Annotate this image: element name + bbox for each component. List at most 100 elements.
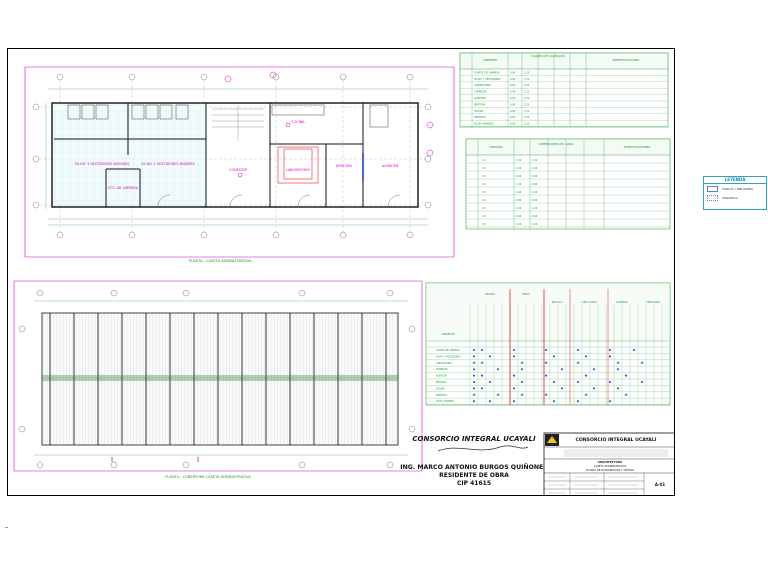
table-cell: 2.40 <box>516 191 522 194</box>
stamp-engineer-name: ING. MARCO ANTONIO BURGOS QUIÑONES <box>400 462 547 471</box>
table-cell: 0.80 <box>510 116 516 119</box>
table-cell: LABORATORIO <box>474 84 491 87</box>
matrix-mark <box>561 368 563 371</box>
matrix-row-label: DEPOSITO <box>436 394 447 397</box>
table-cell: COCINA <box>474 110 484 113</box>
matrix-row-label: ALMACEN <box>436 375 447 378</box>
legend-box: LEYENDA TRIPLAY / MELAMINA CERAMICA <box>703 176 767 210</box>
table-cell: 2.10 <box>524 71 530 74</box>
matrix-mark <box>609 355 611 358</box>
matrix-group-zocalo: ZOCALO <box>552 300 563 304</box>
table-cell: 1.00 <box>532 191 538 194</box>
matrix-mark <box>609 349 611 351</box>
matrix-mark <box>585 374 587 377</box>
roof-plan: PLANTA : COBERTURA CASETA ADMINISTRATIVA <box>13 280 423 479</box>
table-cell: 0.80 <box>516 199 522 202</box>
acabados-col-especificaciones: ESPECIFICACIONES <box>613 58 640 62</box>
table-cell: V-4 <box>482 183 486 186</box>
matrix-row-label: COCINA <box>436 387 445 390</box>
matrix-mark <box>481 387 483 390</box>
matrix-col-ambiente: AMBIENTE <box>441 332 455 336</box>
matrix-mark <box>625 374 627 377</box>
engineer-stamp: CONSORCIO INTEGRAL UCAYALI ING. MARCO AN… <box>400 435 547 487</box>
table-cell: 2.10 <box>524 97 530 100</box>
matrix-mark <box>577 381 579 383</box>
vanos-col-dimensiones: DIMENSIONES DEL VANO <box>539 142 575 146</box>
table-cell: V-3 <box>482 175 486 178</box>
roof-plan-title: PLANTA : COBERTURA CASETA ADMINISTRATIVA <box>165 475 251 479</box>
matrix-mark <box>553 381 555 383</box>
matrix-mark <box>641 381 643 383</box>
table-cell: 1.00 <box>532 167 538 170</box>
matrix-mark <box>593 387 595 390</box>
acabados-table: AMBIENTE CUADRO DE ACABADOS ESPECIFICACI… <box>459 52 669 128</box>
matrix-mark <box>481 361 483 364</box>
matrix-group-cielo-raso: CIELO RASO <box>581 300 597 304</box>
legend-swatch-icon <box>707 194 718 201</box>
table-cell: 2.10 <box>524 84 530 87</box>
room-label-laboratorio: LABORATORIO <box>286 168 311 172</box>
matrix-mark <box>545 374 547 377</box>
matrix-mark <box>521 381 523 383</box>
stamp-consortium: CONSORCIO INTEGRAL UCAYALI <box>412 435 536 443</box>
title-block-sheet-subtitle: CASETA ADMINISTRATIVA <box>594 464 627 468</box>
room-label-comedor: COMEDOR <box>229 168 247 172</box>
acabados-title: CUADRO DE ACABADOS <box>531 54 565 58</box>
matrix-mark <box>585 393 587 396</box>
matrix-row-label: CUARTO DE LIMPIEZA <box>436 349 460 352</box>
table-cell: 1.00 <box>532 223 538 226</box>
table-cell: 1.50 <box>516 167 522 170</box>
table-cell: COMEDOR <box>474 91 487 94</box>
matrix-mark <box>513 349 515 351</box>
table-cell: V-5 <box>482 191 486 194</box>
cad-drawing: SS.HH. Y VESTIDORES VARONES SS.HH. Y VES… <box>13 52 674 495</box>
title-block-sheet-desc: PLANTA DE DISTRIBUCION Y TECHOS <box>586 468 634 472</box>
stamp-cip: CIP 41615 <box>457 480 491 487</box>
legend-swatch-icon <box>707 185 718 192</box>
matrix-group-puertas: PUERTAS <box>616 300 628 304</box>
table-cell: 2.10 <box>524 78 530 81</box>
table-cell: 2.10 <box>524 110 530 113</box>
matrix-mark <box>481 374 483 377</box>
matrix-mark <box>625 393 627 396</box>
room-label-almacen: ALMACEN <box>382 164 399 168</box>
matrix-mark <box>617 368 619 371</box>
table-cell: V-9 <box>482 223 486 226</box>
table-cell: 2.10 <box>524 103 530 106</box>
table-cell: SS.HH. Y VESTIDORES <box>474 78 501 81</box>
matrix-row-label: LABORATORIO <box>436 362 452 365</box>
table-cell: 0.80 <box>510 123 516 126</box>
table-cell: 0.80 <box>510 78 516 81</box>
table-cell: 1.00 <box>516 223 522 226</box>
matrix-mark <box>481 349 483 351</box>
matrix-mark <box>553 400 555 403</box>
matrix-mark <box>521 393 523 396</box>
matrix-mark <box>489 400 491 403</box>
matrix-mark <box>617 387 619 390</box>
table-cell: 0.60 <box>516 215 522 218</box>
table-cell: 0.90 <box>510 91 516 94</box>
acabados-col-ambiente: AMBIENTE <box>483 58 498 62</box>
matrix-mark <box>609 400 611 403</box>
room-label-ss-varones: SS.HH. Y VESTIDORES VARONES <box>75 162 130 166</box>
table-cell: V-8 <box>482 215 486 218</box>
matrix-mark <box>473 381 475 383</box>
matrix-group-pisos: PISOS <box>522 292 530 296</box>
legend-title: LEYENDA <box>704 177 766 184</box>
matrix-mark <box>545 361 547 364</box>
matrix-group-ventanas: VENTANAS <box>646 300 660 304</box>
table-cell: 0.60 <box>516 175 522 178</box>
matrix-mark <box>513 400 515 403</box>
stamp-role: RESIDENTE DE OBRA <box>439 472 509 479</box>
table-cell: 0.40 <box>532 175 538 178</box>
title-block-company: CONSORCIO INTEGRAL UCAYALI <box>576 437 657 443</box>
matrix-mark <box>473 368 475 371</box>
table-cell: 0.80 <box>510 71 516 74</box>
matrix-mark <box>545 393 547 396</box>
matrix-mark <box>473 387 475 390</box>
matrix-mark <box>545 349 547 351</box>
table-cell: 2.10 <box>524 116 530 119</box>
vanos-table: VENTANA DIMENSIONES DEL VANO ESPECIFICAC… <box>465 138 671 230</box>
room-label-jefatura: JEFATURA <box>335 164 353 168</box>
table-cell: 1.20 <box>516 183 522 186</box>
